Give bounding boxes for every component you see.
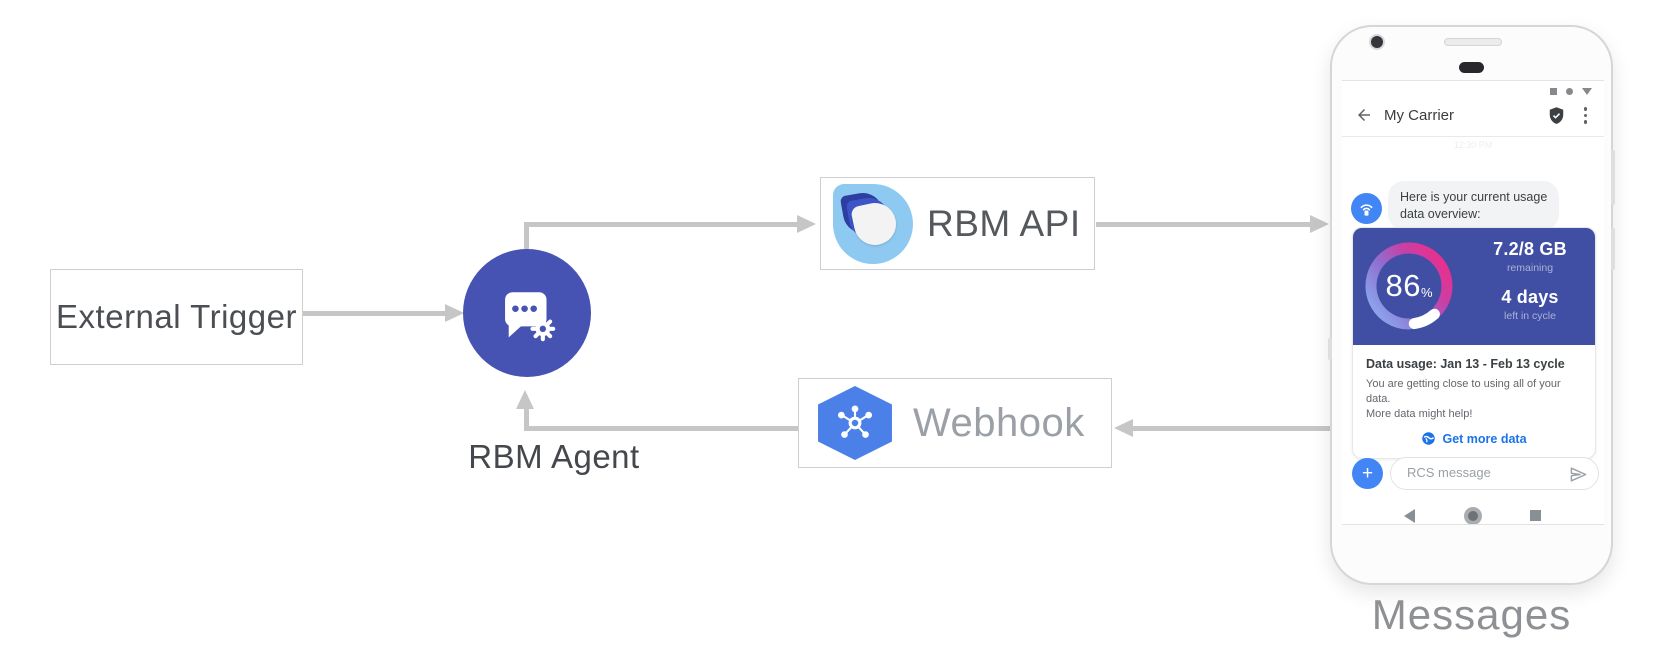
chat-bubble-line2: data overview: <box>1400 206 1481 221</box>
phone-side-nub <box>1328 338 1332 360</box>
send-icon[interactable] <box>1569 465 1588 484</box>
carrier-antenna-icon <box>1360 204 1373 216</box>
arrowhead-agent-to-api <box>797 215 816 233</box>
agent-avatar <box>1351 193 1382 224</box>
message-input-pill <box>1390 457 1599 490</box>
usage-gauge <box>1365 242 1453 330</box>
rcs-message-input[interactable] <box>1405 464 1559 481</box>
webhook-node: Webhook <box>798 378 1112 468</box>
speaker-slot <box>1459 62 1484 73</box>
get-more-data-button[interactable]: Get more data <box>1366 431 1582 446</box>
android-recents-button[interactable] <box>1530 510 1541 521</box>
arrow-webhook-to-agent-horizontal <box>527 426 798 431</box>
get-more-data-label: Get more data <box>1442 431 1527 446</box>
usage-card-media: 86 % 7.2/8 GB remaining 4 days left in c… <box>1353 228 1595 345</box>
external-trigger-label: External Trigger <box>56 298 297 335</box>
usage-card-text: You are getting close to using all of yo… <box>1366 377 1582 422</box>
status-dot-icon <box>1566 88 1573 95</box>
days-label: left in cycle <box>1504 310 1556 322</box>
webhook-label: Webhook <box>913 400 1085 445</box>
earpiece-speaker <box>1444 38 1502 46</box>
phone-screen: My Carrier 12:30 PM Here is your current… <box>1342 80 1604 525</box>
quota-label: remaining <box>1506 262 1554 274</box>
status-square-icon <box>1550 88 1557 95</box>
usage-percent-symbol: % <box>1420 284 1433 300</box>
front-camera <box>1371 36 1383 48</box>
message-timestamp: 12:30 PM <box>1453 140 1493 150</box>
back-arrow-icon[interactable] <box>1355 106 1373 124</box>
usage-card-text-line1: You are getting close to using all of yo… <box>1366 378 1561 405</box>
rbm-api-node: RBM API <box>820 177 1095 270</box>
status-bar <box>1550 88 1592 95</box>
webhook-hexagon-icon <box>818 386 892 460</box>
usage-card-text-line2: More data might help! <box>1366 408 1473 420</box>
verified-shield-icon <box>1549 107 1564 124</box>
phone-power-button <box>1611 228 1615 270</box>
rbm-api-logo-icon <box>833 183 913 264</box>
messages-caption: Messages <box>1371 591 1572 638</box>
android-home-button[interactable] <box>1464 507 1482 524</box>
chat-bubble: Here is your current usage data overview… <box>1388 181 1560 230</box>
chat-gear-icon <box>505 292 556 342</box>
quota-value: 7.2/8 GB <box>1493 239 1567 259</box>
arrowhead-phone-to-webhook <box>1114 419 1133 437</box>
attach-plus-button[interactable]: + <box>1352 458 1383 489</box>
arrow-trigger-to-agent <box>303 311 445 316</box>
usage-card-body: Data usage: Jan 13 - Feb 13 cycle You ar… <box>1353 345 1595 458</box>
rbm-agent-label: RBM Agent <box>468 438 640 475</box>
plus-label: + <box>1361 463 1374 484</box>
arrow-webhook-to-agent-vertical <box>524 408 529 431</box>
usage-card: 86 % 7.2/8 GB remaining 4 days left in c… <box>1352 227 1596 459</box>
days-value: 4 days <box>1501 287 1559 307</box>
arrowhead-webhook-to-agent <box>516 390 534 409</box>
phone-volume-button <box>1611 150 1615 205</box>
android-back-button[interactable] <box>1404 509 1415 523</box>
usage-stats: 7.2/8 GB remaining 4 days left in cycle <box>1471 239 1589 322</box>
overflow-menu-icon[interactable] <box>1583 107 1587 124</box>
usage-percent-value: 86 <box>1385 268 1421 303</box>
arrowhead-trigger-to-agent <box>445 304 464 322</box>
rbm-agent-node <box>463 249 591 377</box>
rbm-api-label: RBM API <box>927 202 1081 244</box>
arrow-agent-to-api-vertical <box>524 222 529 251</box>
usage-card-title: Data usage: Jan 13 - Feb 13 cycle <box>1366 357 1565 371</box>
status-triangle-icon <box>1582 88 1592 95</box>
conversation-title: My Carrier <box>1384 107 1454 124</box>
external-trigger-node: External Trigger <box>50 269 303 365</box>
arrow-api-to-phone <box>1096 222 1310 227</box>
arrowhead-api-to-phone <box>1310 215 1329 233</box>
arrow-phone-to-webhook <box>1133 426 1332 431</box>
usage-percent: 86 % <box>1359 236 1459 336</box>
arrow-agent-to-api-horizontal <box>524 222 797 227</box>
globe-icon <box>1422 432 1436 445</box>
conversation-header: My Carrier <box>1342 96 1604 137</box>
chat-bubble-line1: Here is your current usage <box>1400 190 1548 204</box>
